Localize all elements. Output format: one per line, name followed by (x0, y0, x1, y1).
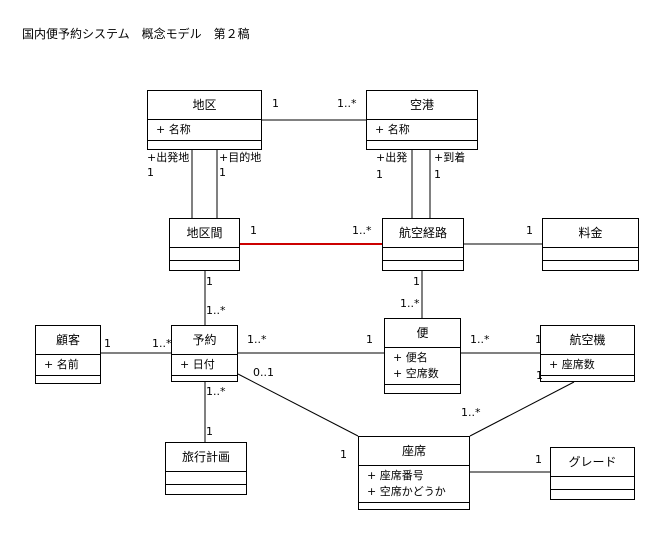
multiplicity-label: 1 (219, 166, 226, 179)
class-name: 予約 (172, 326, 237, 355)
class-operations (383, 261, 463, 268)
class-operations (551, 490, 634, 497)
class-operations (541, 376, 634, 383)
class-attributes: + 日付 (172, 355, 237, 376)
multiplicity-label: 1 (366, 333, 373, 346)
class-operations (367, 141, 477, 148)
class-chiku[interactable]: 地区 + 名称 (147, 90, 262, 150)
attribute: + 名称 (156, 123, 191, 136)
multiplicity-label: 1..* (206, 385, 226, 398)
attribute: + 座席数 (549, 358, 595, 371)
class-name: 便 (385, 319, 460, 348)
class-attributes: + 名前 (36, 355, 100, 376)
role-label: +目的地 (219, 151, 262, 164)
multiplicity-label: 1 (250, 224, 257, 237)
class-name: 航空機 (541, 326, 634, 355)
attribute: + 空席かどうか (367, 485, 446, 498)
role-label: +到着 (434, 151, 466, 164)
class-name: 料金 (543, 219, 638, 248)
multiplicity-label: 0..1 (253, 366, 274, 379)
class-attributes: + 便名 + 空席数 (385, 348, 460, 385)
class-grade[interactable]: グレード (550, 447, 635, 500)
class-operations (36, 376, 100, 383)
multiplicity-label: 1..* (352, 224, 372, 237)
multiplicity-label: 1 (147, 166, 154, 179)
role-label: +出発 (376, 151, 408, 164)
attribute: + 名称 (375, 123, 410, 136)
multiplicity-label: 1 (526, 224, 533, 237)
multiplicity-label: 1..* (337, 97, 357, 110)
class-attributes (166, 472, 246, 485)
multiplicity-label: 1 (340, 448, 347, 461)
multiplicity-label: 1 (535, 453, 542, 466)
multiplicity-label: 1 (272, 97, 279, 110)
class-attributes (383, 248, 463, 261)
multiplicity-label: 1..* (400, 297, 420, 310)
attribute: + 名前 (44, 358, 79, 371)
class-attributes: + 名称 (148, 120, 261, 141)
class-zaseki[interactable]: 座席 + 座席番号 + 空席かどうか (358, 436, 470, 510)
class-operations (166, 485, 246, 492)
class-operations (172, 376, 237, 383)
class-attributes (551, 477, 634, 490)
class-attributes: + 座席数 (541, 355, 634, 376)
class-operations (359, 503, 469, 510)
multiplicity-label: 1..* (206, 304, 226, 317)
role-label: +出発地 (147, 151, 190, 164)
class-attributes: + 名称 (367, 120, 477, 141)
class-chikukan[interactable]: 地区間 (169, 218, 240, 271)
attribute: + 座席番号 (367, 469, 424, 482)
class-kuko[interactable]: 空港 + 名称 (366, 90, 478, 150)
class-keiro[interactable]: 航空経路 (382, 218, 464, 271)
class-ryokoukeikaku[interactable]: 旅行計画 (165, 442, 247, 495)
class-name: グレード (551, 448, 634, 477)
class-kokyaku[interactable]: 顧客 + 名前 (35, 325, 101, 384)
class-attributes (543, 248, 638, 261)
multiplicity-label: 1 (206, 275, 213, 288)
multiplicity-label: 1 (434, 168, 441, 181)
class-ryokin[interactable]: 料金 (542, 218, 639, 271)
class-name: 座席 (359, 437, 469, 466)
class-name: 空港 (367, 91, 477, 120)
class-attributes: + 座席番号 + 空席かどうか (359, 466, 469, 503)
class-name: 地区 (148, 91, 261, 120)
class-operations (148, 141, 261, 148)
class-name: 旅行計画 (166, 443, 246, 472)
class-kokuki[interactable]: 航空機 + 座席数 (540, 325, 635, 382)
multiplicity-label: 1..* (461, 406, 481, 419)
multiplicity-label: 1 (536, 369, 543, 382)
class-attributes (170, 248, 239, 261)
class-name: 顧客 (36, 326, 100, 355)
multiplicity-label: 1..* (247, 333, 267, 346)
multiplicity-label: 1 (376, 168, 383, 181)
multiplicity-label: 1 (535, 333, 542, 346)
class-name: 航空経路 (383, 219, 463, 248)
class-name: 地区間 (170, 219, 239, 248)
class-operations (170, 261, 239, 268)
class-yoyaku[interactable]: 予約 + 日付 (171, 325, 238, 382)
attribute: + 空席数 (393, 367, 439, 380)
multiplicity-label: 1 (104, 337, 111, 350)
attribute: + 便名 (393, 351, 428, 364)
class-operations (543, 261, 638, 268)
multiplicity-label: 1..* (470, 333, 490, 346)
assoc-yoyaku-zaseki (237, 373, 359, 437)
diagram-title: 国内便予約システム 概念モデル 第２稿 (22, 27, 250, 41)
attribute: + 日付 (180, 358, 215, 371)
multiplicity-label: 1..* (152, 337, 172, 350)
class-bin[interactable]: 便 + 便名 + 空席数 (384, 318, 461, 394)
class-operations (385, 385, 460, 392)
multiplicity-label: 1 (206, 425, 213, 438)
assoc-kokuki-zaseki (469, 381, 575, 437)
multiplicity-label: 1 (413, 275, 420, 288)
